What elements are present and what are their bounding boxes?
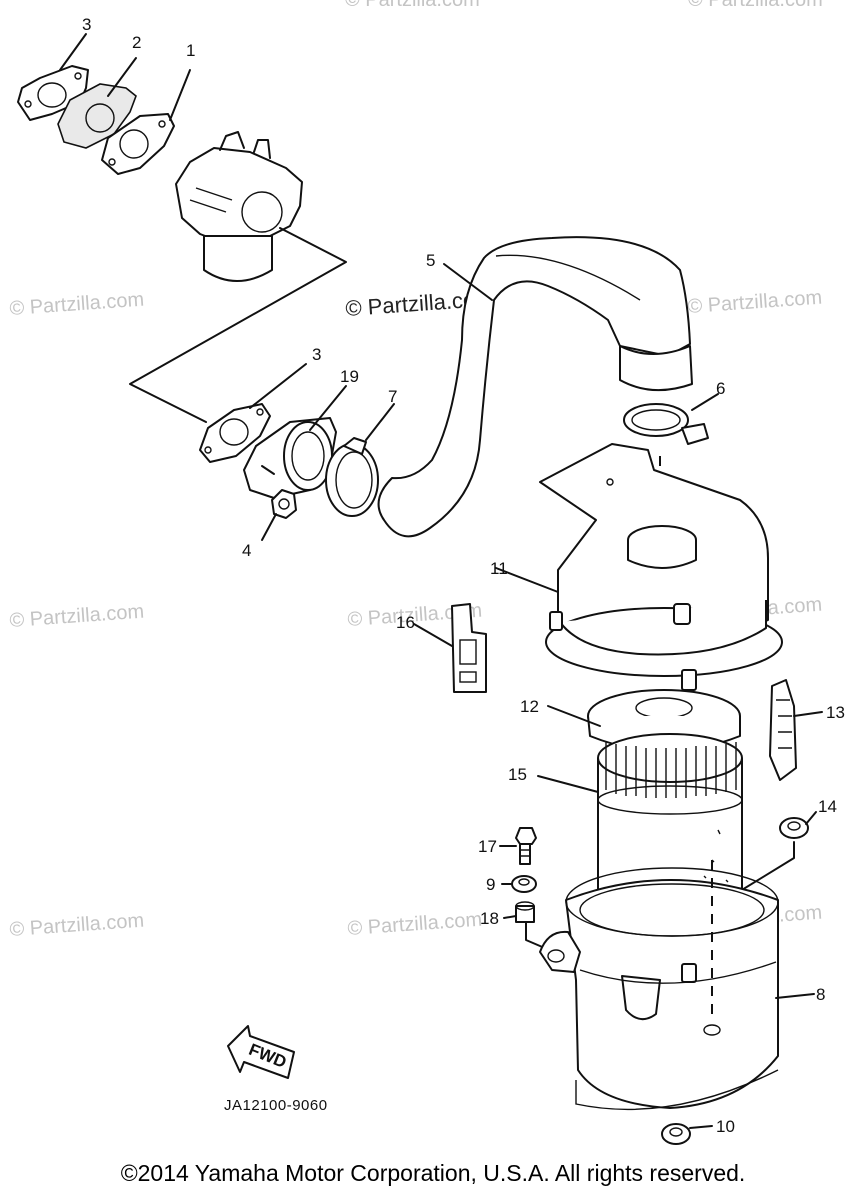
callout-14[interactable]: 14 bbox=[818, 797, 837, 816]
hose-clamp-part-6[interactable] bbox=[623, 403, 709, 445]
leader-line-10 bbox=[689, 1125, 713, 1129]
callout-layer: 1 2 3 3 4 5 6 7 8 9 10 11 12 13 14 15 16… bbox=[82, 15, 845, 1136]
watermark-text: © Partzilla.com bbox=[345, 0, 480, 11]
leader-line-14 bbox=[805, 811, 817, 825]
gasket-part-3-lower[interactable] bbox=[199, 403, 271, 463]
leader-line-2 bbox=[107, 57, 137, 97]
leader-line-16 bbox=[413, 623, 453, 647]
callout-4[interactable]: 4 bbox=[242, 541, 251, 560]
callout-7[interactable]: 7 bbox=[388, 387, 397, 406]
callout-3[interactable]: 3 bbox=[82, 15, 91, 34]
grommet-part-14[interactable] bbox=[779, 817, 809, 839]
callout-5[interactable]: 5 bbox=[426, 251, 435, 270]
drain-hole bbox=[703, 1024, 721, 1036]
gasket-part-1[interactable] bbox=[101, 113, 175, 175]
watermark-text: © Partzilla.com bbox=[9, 601, 145, 632]
leader-line-13 bbox=[793, 711, 823, 717]
forward-arrow-icon: FWD bbox=[227, 1025, 295, 1079]
washer-part-9[interactable] bbox=[511, 875, 537, 893]
callout-6[interactable]: 6 bbox=[716, 379, 725, 398]
leader-line-19 bbox=[309, 385, 347, 431]
leader-line-5 bbox=[443, 263, 493, 301]
nut-part-4[interactable] bbox=[271, 489, 297, 519]
leader-line-3 bbox=[59, 33, 87, 71]
callout-9[interactable]: 9 bbox=[486, 875, 495, 894]
callout-13[interactable]: 13 bbox=[826, 703, 845, 722]
watermark-text: © Partzilla.com bbox=[9, 289, 145, 320]
leader-line-8 bbox=[775, 993, 815, 999]
drain-plug-part-10[interactable] bbox=[661, 1123, 691, 1145]
callout-1[interactable]: 1 bbox=[186, 41, 195, 60]
carburetor-joint-part-19[interactable] bbox=[243, 417, 337, 499]
callout-19[interactable]: 19 bbox=[340, 367, 359, 386]
diagram-code: JA12100-9060 bbox=[224, 1097, 328, 1114]
callout-3[interactable]: 3 bbox=[312, 345, 321, 364]
leader-line-12 bbox=[547, 705, 601, 727]
watermark-text: © Partzilla.com bbox=[688, 0, 823, 11]
leader-line-6 bbox=[691, 393, 719, 411]
watermark-text: © Partzilla.com bbox=[687, 287, 823, 318]
watermark-text: © Partzilla.com bbox=[347, 909, 483, 940]
callout-8[interactable]: 8 bbox=[816, 985, 825, 1004]
grommet-reference-line bbox=[731, 841, 795, 897]
watermark-text: © Partzilla.com bbox=[9, 910, 145, 941]
intake-hose-part-5[interactable] bbox=[377, 236, 693, 538]
air-filter-case-cap-part-11[interactable] bbox=[539, 443, 783, 691]
clip-part-16[interactable] bbox=[451, 603, 487, 693]
leader-line-7 bbox=[365, 403, 395, 441]
leader-line-18 bbox=[503, 915, 517, 919]
gasket-part-3-top[interactable] bbox=[17, 65, 89, 121]
callout-18[interactable]: 18 bbox=[480, 909, 499, 928]
callout-10[interactable]: 10 bbox=[716, 1117, 735, 1136]
insulator-part-2[interactable] bbox=[57, 83, 137, 149]
leader-line-4 bbox=[261, 513, 277, 541]
callout-16[interactable]: 16 bbox=[396, 613, 415, 632]
callout-12[interactable]: 12 bbox=[520, 697, 539, 716]
leader-line-11 bbox=[495, 567, 559, 593]
bolt-part-17[interactable] bbox=[515, 827, 537, 865]
callout-11[interactable]: 11 bbox=[490, 559, 508, 578]
clip-part-13[interactable] bbox=[769, 679, 797, 781]
hose-clamp-part-7[interactable] bbox=[325, 437, 379, 517]
leader-line-3b bbox=[249, 363, 307, 409]
air-filter-case-part-8[interactable] bbox=[539, 867, 779, 1111]
copyright-notice: ©2014 Yamaha Motor Corporation, U.S.A. A… bbox=[120, 1160, 746, 1186]
leader-line-15 bbox=[537, 775, 599, 793]
carburetor-illustration bbox=[175, 131, 303, 282]
leader-line-1 bbox=[169, 69, 191, 121]
callout-15[interactable]: 15 bbox=[508, 765, 527, 784]
assembly-reference-line bbox=[129, 227, 347, 423]
collar-part-18[interactable] bbox=[515, 901, 535, 923]
callout-17[interactable]: 17 bbox=[478, 837, 497, 856]
callout-2[interactable]: 2 bbox=[132, 33, 141, 52]
